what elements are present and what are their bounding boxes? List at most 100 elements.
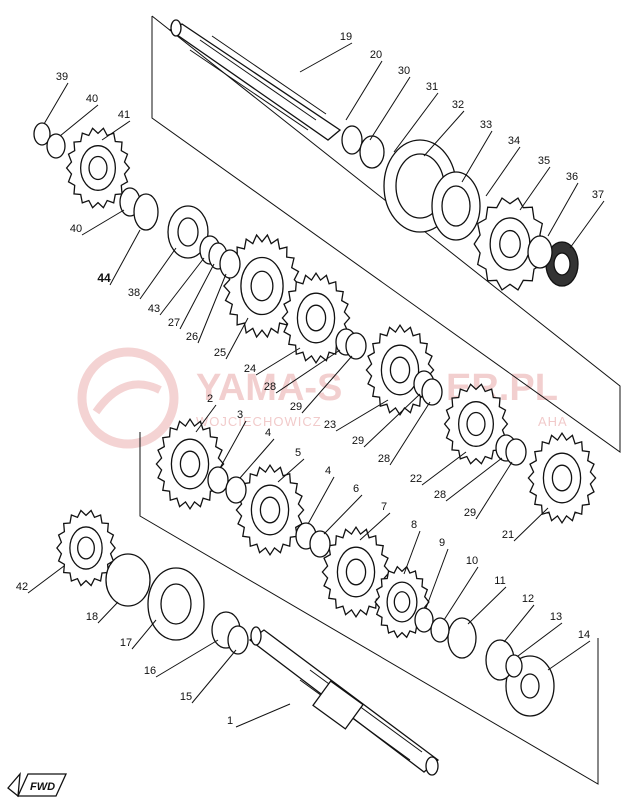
callout-5: 5 bbox=[295, 447, 301, 459]
gear-23 bbox=[365, 324, 435, 416]
leader-l27 bbox=[179, 263, 215, 330]
rings-layer bbox=[33, 122, 553, 678]
callout-2: 2 bbox=[207, 393, 213, 405]
circlip-39 bbox=[33, 122, 51, 146]
leader-l36 bbox=[547, 182, 579, 237]
leader-l7 bbox=[359, 512, 391, 541]
leader-l15 bbox=[191, 649, 237, 704]
callout-15: 15 bbox=[180, 691, 192, 703]
callout-3: 3 bbox=[237, 409, 243, 421]
callout-43: 43 bbox=[148, 303, 160, 315]
leader-l29b bbox=[363, 393, 421, 448]
callout-25: 25 bbox=[214, 347, 226, 359]
callout-30: 30 bbox=[398, 65, 410, 77]
gear-22 bbox=[443, 383, 509, 465]
callout-1: 1 bbox=[227, 715, 233, 727]
gear-25 bbox=[223, 233, 301, 339]
leader-l34 bbox=[485, 146, 521, 197]
callout-29: 29 bbox=[290, 401, 302, 413]
leader-l10 bbox=[443, 566, 479, 621]
callout-44: 44 bbox=[97, 271, 111, 285]
washer-20 bbox=[341, 125, 363, 155]
leader-l32 bbox=[423, 110, 465, 157]
callout-28: 28 bbox=[434, 489, 446, 501]
leader-l18 bbox=[97, 601, 119, 624]
main-axle-shaft bbox=[168, 19, 342, 141]
washer-28b bbox=[421, 378, 443, 406]
callout-34: 34 bbox=[508, 135, 520, 147]
fwd-label: FWD bbox=[30, 781, 55, 793]
callout-36: 36 bbox=[566, 171, 578, 183]
callout-29: 29 bbox=[464, 507, 476, 519]
leader-l42 bbox=[27, 565, 65, 594]
callout-38: 38 bbox=[128, 287, 140, 299]
leader-l12 bbox=[503, 604, 535, 643]
leader-l37 bbox=[569, 200, 605, 249]
leader-l28a bbox=[275, 349, 341, 394]
washer-15 bbox=[227, 625, 249, 655]
callout-28: 28 bbox=[264, 381, 276, 393]
callout-18: 18 bbox=[86, 611, 98, 623]
leader-l31 bbox=[393, 92, 439, 153]
callout-35: 35 bbox=[538, 155, 550, 167]
drive-axle-frame bbox=[139, 432, 599, 785]
washer-6 bbox=[309, 530, 331, 558]
callout-24: 24 bbox=[244, 363, 256, 375]
leader-l39 bbox=[43, 82, 69, 125]
leader-l21 bbox=[513, 507, 549, 542]
leader-l3 bbox=[219, 420, 247, 469]
washer-29c bbox=[505, 438, 527, 466]
washer-36 bbox=[527, 235, 553, 269]
gear-24 bbox=[281, 272, 351, 364]
leader-l19 bbox=[299, 42, 353, 73]
washer-10 bbox=[430, 617, 450, 643]
callout-21: 21 bbox=[502, 529, 514, 541]
callout-12: 12 bbox=[522, 593, 534, 605]
gears-layer bbox=[56, 127, 597, 639]
fwd-arrow: FWD bbox=[7, 772, 68, 798]
leader-l9 bbox=[425, 548, 449, 609]
callout-40: 40 bbox=[86, 93, 98, 105]
leader-l4b bbox=[307, 476, 335, 525]
callout-4: 4 bbox=[325, 465, 331, 477]
washer-40a bbox=[46, 133, 66, 159]
circlip-44 bbox=[133, 193, 159, 231]
leader-l26 bbox=[197, 273, 227, 344]
washer-29a bbox=[345, 332, 367, 360]
circlip-18 bbox=[105, 553, 151, 607]
callout-32: 32 bbox=[452, 99, 464, 111]
leader-l24 bbox=[255, 347, 301, 376]
callout-39: 39 bbox=[56, 71, 68, 83]
leader-l25 bbox=[225, 317, 249, 360]
leader-l29a bbox=[301, 355, 353, 414]
callout-10: 10 bbox=[466, 555, 478, 567]
callout-9: 9 bbox=[439, 537, 445, 549]
gear-5 bbox=[235, 464, 305, 556]
watermark-subtitle-left: WOJCIECHOWICZ bbox=[196, 414, 322, 429]
washer-9 bbox=[414, 607, 434, 633]
callout-7: 7 bbox=[381, 501, 387, 513]
leader-l16 bbox=[155, 639, 219, 678]
leader-l11 bbox=[467, 586, 507, 625]
leader-l23 bbox=[335, 399, 389, 432]
leader-l4a bbox=[239, 438, 275, 479]
callout-37: 37 bbox=[592, 189, 604, 201]
callout-14: 14 bbox=[578, 629, 590, 641]
leader-l33 bbox=[461, 130, 493, 183]
callout-41: 41 bbox=[118, 109, 130, 121]
callout-31: 31 bbox=[426, 81, 438, 93]
washer-3 bbox=[207, 466, 229, 494]
callout-22: 22 bbox=[410, 473, 422, 485]
sprocket-35 bbox=[473, 197, 547, 291]
leader-l13 bbox=[517, 622, 563, 657]
callout-17: 17 bbox=[120, 637, 132, 649]
gear-7 bbox=[321, 526, 391, 618]
callout-26: 26 bbox=[186, 331, 198, 343]
callout-27: 27 bbox=[168, 317, 180, 329]
callout-20: 20 bbox=[370, 49, 382, 61]
leader-l2 bbox=[195, 404, 217, 433]
callout-19: 19 bbox=[340, 31, 352, 43]
leader-lines bbox=[27, 42, 605, 728]
callout-29: 29 bbox=[352, 435, 364, 447]
